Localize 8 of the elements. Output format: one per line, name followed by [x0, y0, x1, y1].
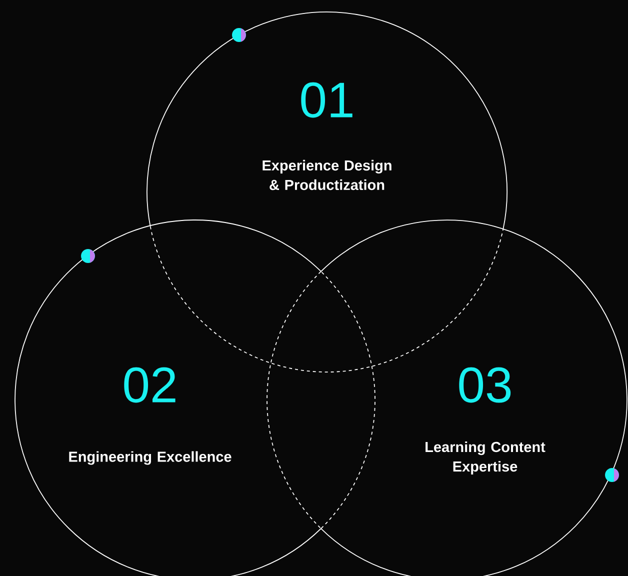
circle-number: 02: [124, 367, 176, 403]
circle-title: Experience Design & Productization: [262, 160, 392, 190]
circle-title: Learning Content Expertise: [426, 442, 546, 474]
circle-number: 03: [459, 367, 511, 403]
venn-circle: [14, 220, 376, 576]
circle-number: 01: [301, 82, 352, 118]
venn-circle: [266, 220, 628, 576]
circle-title: Engineering Excellence: [69, 451, 232, 465]
